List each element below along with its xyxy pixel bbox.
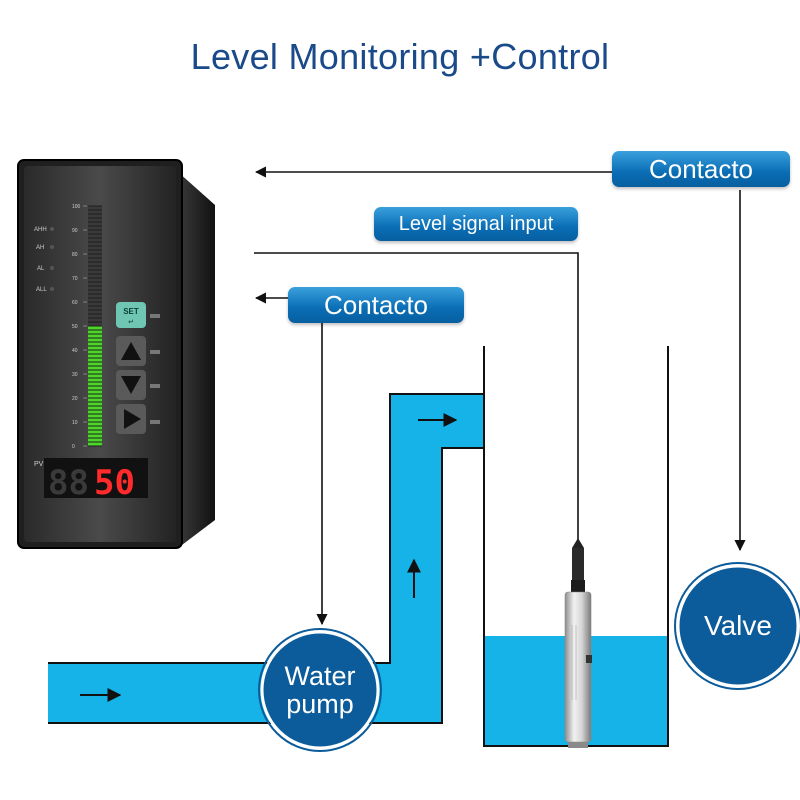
scale-tick-label: 70 — [72, 276, 78, 282]
scale-tick-label: 20 — [72, 396, 78, 402]
set-button[interactable]: SET ↵ — [116, 302, 146, 328]
valve-circle — [676, 564, 800, 688]
scale-tick-label: 100 — [72, 204, 81, 210]
scale-tick-label: 60 — [72, 300, 78, 306]
scale-tick-label: 0 — [72, 444, 75, 450]
contacto-mid-label: Contacto — [288, 287, 464, 323]
scale-tick-label: 50 — [72, 324, 78, 330]
svg-text:SET: SET — [123, 307, 139, 316]
scale-tick-label: 40 — [72, 348, 78, 354]
alarm-label-ahh: AHH — [34, 227, 47, 233]
level-signal-input-label: Level signal input — [374, 207, 578, 241]
up-button[interactable] — [116, 336, 146, 366]
scale-tick-label: 30 — [72, 372, 78, 378]
scale-tick-label: 10 — [72, 420, 78, 426]
down-button[interactable] — [116, 370, 146, 400]
pv-display — [44, 458, 148, 498]
scale-tick-label: 80 — [72, 252, 78, 258]
water-pump-circle — [260, 630, 380, 750]
pv-display-value: 50 — [94, 463, 135, 503]
signal-lines — [254, 166, 746, 626]
alarm-label-al: AL — [37, 266, 45, 272]
page-title: Level Monitoring +Control — [190, 36, 610, 77]
right-button[interactable] — [116, 404, 146, 434]
water-pump-label: Water pump — [284, 660, 356, 719]
level-sensor — [564, 538, 592, 748]
pv-label: PV — [34, 461, 44, 468]
svg-text:↵: ↵ — [128, 319, 134, 326]
scale-tick-label: 90 — [72, 228, 78, 234]
contacto-top-label: Contacto — [612, 151, 790, 187]
alarm-label-ah: AH — [36, 245, 44, 251]
valve-label: Valve — [704, 610, 772, 642]
alarm-label-all: ALL — [36, 287, 47, 293]
pv-display-blank: 88 — [48, 463, 89, 503]
